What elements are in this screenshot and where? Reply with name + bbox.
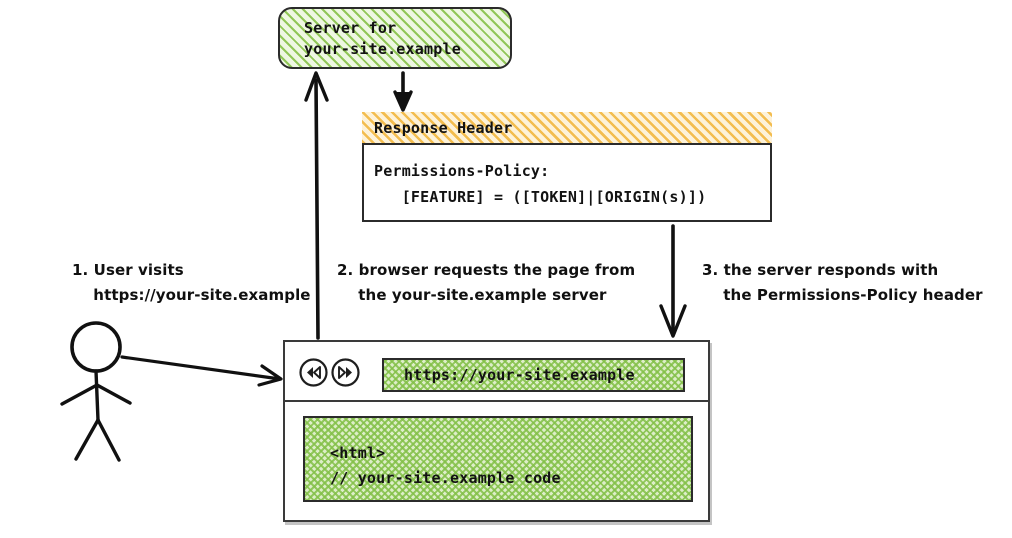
browser-toolbar-divider [283,400,710,402]
stick-figure-user [60,321,132,462]
annotation-1: 1. User visits https://your-site.example [72,261,311,304]
arrow-response-header-to-browser [659,224,687,338]
response-header-title: Response Header [374,119,513,137]
url-bar[interactable] [382,358,685,392]
response-header-title-bar [362,112,772,145]
server-box-label: Server for your-site.example [304,19,461,58]
annotation-3: 3. the server responds with the Permissi… [702,261,983,304]
rewind-icon[interactable] [299,358,328,387]
server-box [278,7,512,69]
arrow-browser-to-server [304,71,329,340]
response-header-body: Permissions-Policy: [FEATURE] = ([TOKEN]… [374,162,707,206]
page-content-area [303,416,693,502]
url-text: https://your-site.example [404,366,635,384]
arrow-server-to-response-header [393,71,413,112]
annotation-2: 2. browser requests the page from the yo… [337,261,636,304]
page-source-code: <html> // your-site.example code [330,444,561,487]
fast-forward-icon[interactable] [331,358,360,387]
arrow-user-to-browser [120,355,283,387]
